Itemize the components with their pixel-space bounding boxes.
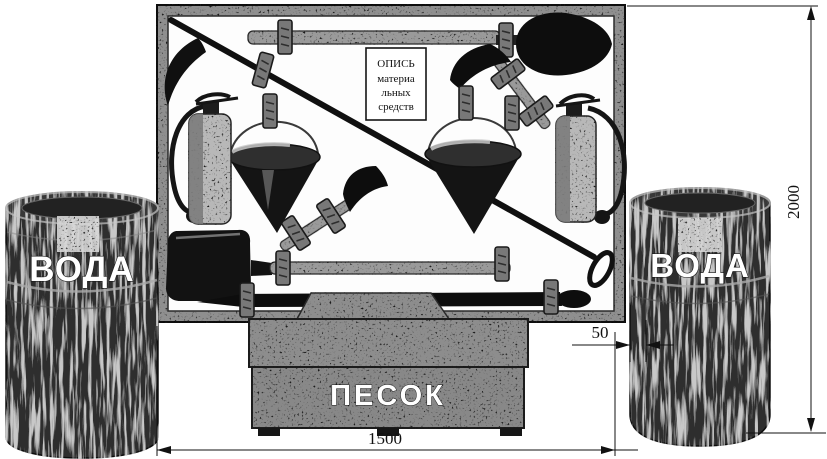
- mounting-clip-icon: [543, 279, 559, 315]
- sand-box-foot: [258, 428, 280, 436]
- mounting-clip-icon: [275, 250, 291, 286]
- sign-line-4: средств: [378, 101, 414, 113]
- mounting-clip-icon: [494, 246, 510, 282]
- mounting-clip-icon: [239, 282, 255, 318]
- cone-bucket-icon: [424, 85, 522, 234]
- mounting-clip-icon: [277, 19, 293, 55]
- dimension-gap: 50: [572, 320, 674, 362]
- axe-icon: [279, 166, 388, 252]
- water-barrel-left: ВОДА: [5, 191, 159, 459]
- fire-extinguisher-icon: [169, 92, 239, 225]
- mounting-clip-icon: [262, 93, 278, 129]
- scoop-shovel-icon: [166, 229, 511, 302]
- bayonet-shovel-icon: [247, 12, 612, 76]
- inventory-sign: ОПИСЬ материа льных средств: [365, 47, 427, 121]
- sand-box-lid-handle: [295, 292, 451, 320]
- water-barrel-right: ВОДА: [629, 187, 771, 447]
- sand-box-body: [251, 366, 525, 429]
- sand-box-foot: [377, 428, 399, 436]
- cone-bucket-icon: [227, 93, 321, 233]
- dimension-width-label: 1500: [368, 429, 402, 448]
- fire-hook-icon: [164, 17, 615, 288]
- dimension-height-label: 2000: [784, 185, 803, 219]
- dimension-height: 2000: [627, 5, 826, 434]
- sand-box-lid: [248, 318, 529, 368]
- fire-extinguisher-icon: [555, 93, 627, 224]
- sand-box: ПЕСОК: [248, 292, 529, 436]
- water-label: ВОДА: [650, 247, 750, 284]
- sign-line-1: ОПИСЬ: [377, 58, 415, 70]
- barrel-label-patch: [57, 216, 99, 252]
- water-label: ВОДА: [29, 250, 134, 289]
- sand-box-label: ПЕСОК: [330, 380, 446, 412]
- dimension-gap-label: 50: [592, 323, 609, 342]
- axe-icon: [450, 44, 555, 130]
- sand-box-foot: [500, 428, 522, 436]
- sign-line-3: льных: [381, 87, 411, 99]
- sign-line-2: материа: [377, 73, 415, 85]
- dimension-width: 1500: [156, 326, 638, 456]
- mounting-clip-icon: [458, 85, 474, 121]
- mounting-clip-icon: [504, 95, 520, 131]
- barrel-label-patch: [678, 218, 722, 252]
